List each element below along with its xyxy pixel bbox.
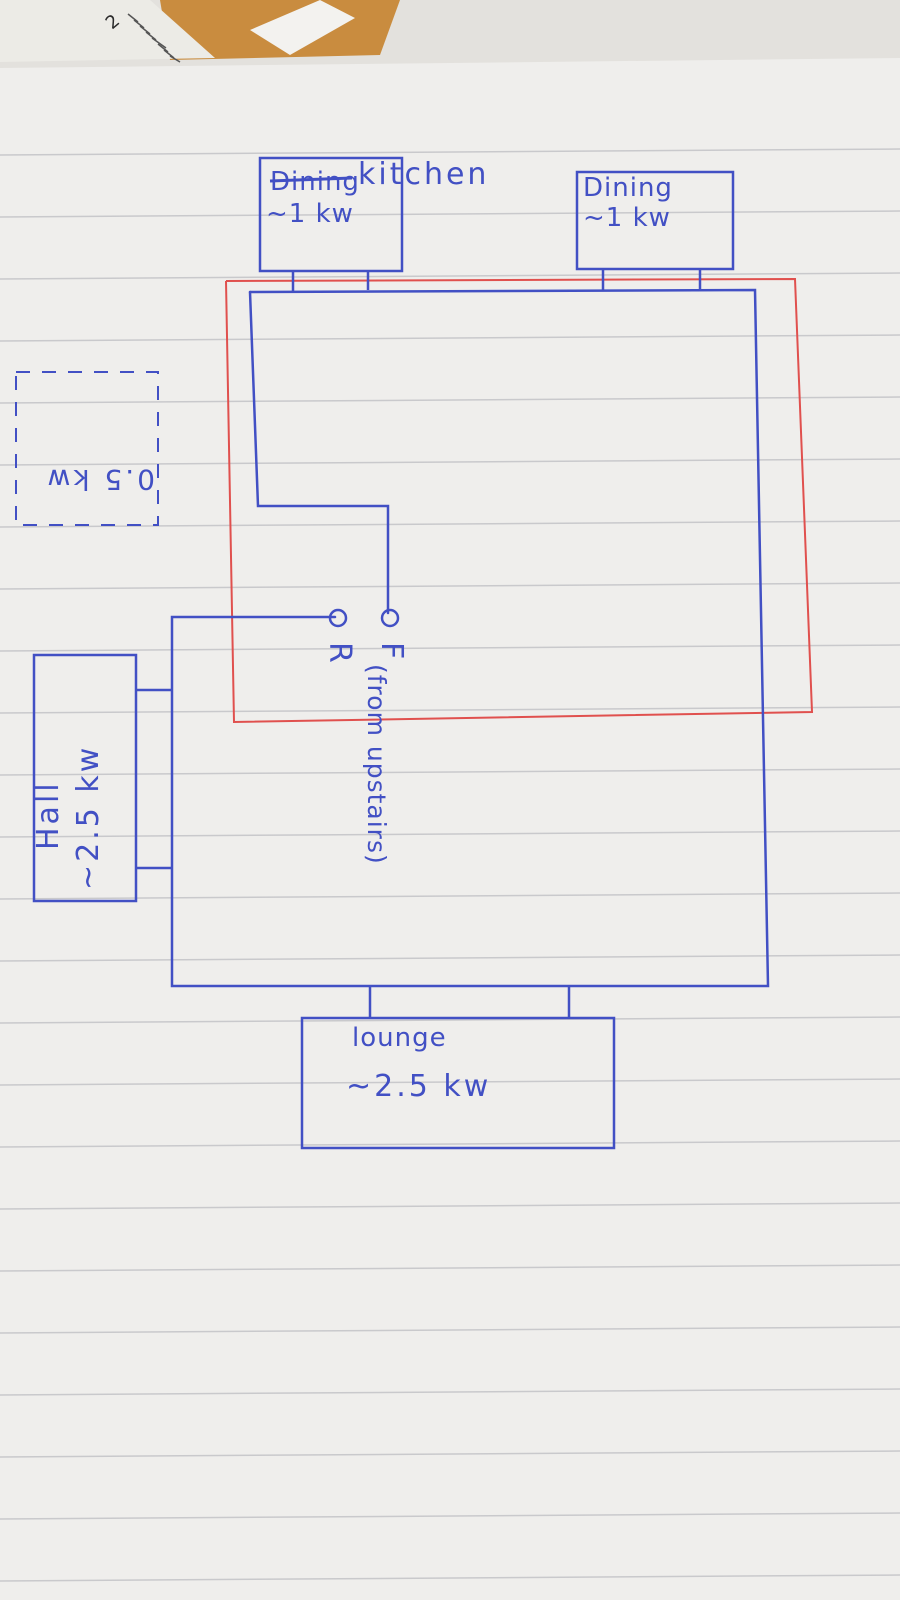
paper-rule-line	[0, 892, 900, 900]
paper-rule-line	[0, 210, 900, 218]
paper-rule-line	[0, 148, 900, 156]
paper-rule-line	[0, 458, 900, 466]
paper-sheet	[0, 58, 900, 1600]
paper-rule-line	[0, 396, 900, 404]
paper-rule-line	[0, 1388, 900, 1396]
lounge-name-label: lounge	[352, 1023, 447, 1053]
kitchen-strikethrough	[269, 176, 353, 183]
paper-rule-line	[0, 1078, 900, 1086]
paper-clip-shape	[250, 0, 355, 55]
dashed-unit-outline	[15, 371, 159, 526]
paper-rule-line	[0, 1202, 900, 1210]
flow-label: F	[374, 642, 409, 662]
blue-pipe-main-loop	[170, 288, 770, 988]
flow-port-icon	[380, 608, 400, 628]
paper-rule-line	[0, 520, 900, 528]
dining-name-label: Dining	[583, 173, 673, 203]
paper-rule-line	[0, 1016, 900, 1024]
paper-rule-lines	[0, 148, 900, 1582]
paper-rule-line	[0, 1140, 900, 1148]
paper-rule-line	[0, 954, 900, 962]
lounge-box	[300, 1016, 616, 1150]
return-port-icon	[328, 608, 348, 628]
kitchen-box	[258, 156, 404, 273]
ruler-ticks	[127, 13, 181, 63]
paper-rule-line	[0, 1264, 900, 1272]
kitchen-name-label: kitchen	[358, 157, 489, 192]
paper-rule-line	[0, 1450, 900, 1458]
paper-rule-line	[0, 582, 900, 590]
paper-rule-line	[0, 1512, 900, 1520]
hall-power-label: ~2.5 kw	[71, 745, 106, 890]
source-note-label: (from upstairs)	[362, 664, 391, 865]
paper-rule-line	[0, 706, 900, 714]
radiator-lounge: lounge ~2.5 kw	[300, 986, 616, 1150]
paper-rule-line	[0, 272, 900, 280]
kitchen-struck-label: Dining	[270, 167, 360, 197]
hall-name-label: Hall	[31, 780, 66, 850]
paper-rule-line	[0, 768, 900, 776]
radiator-dining: Dining ~1 kw	[575, 170, 735, 290]
dashed-unit-box: 0.5 kw	[15, 371, 159, 526]
radiator-hall: Hall ~2.5 kw	[31, 653, 172, 903]
dining-power-label: ~1 kw	[583, 203, 671, 233]
dining-box	[575, 170, 735, 271]
paper-rule-line	[0, 644, 900, 652]
dashed-unit-power-label: 0.5 kw	[44, 463, 155, 496]
paper-rule-line	[0, 1326, 900, 1334]
lounge-power-label: ~2.5 kw	[346, 1069, 491, 1104]
paper-rule-line	[0, 830, 900, 838]
kitchen-power-label: ~1 kw	[266, 199, 354, 229]
hall-box	[32, 653, 138, 903]
radiator-kitchen: Dining kitchen ~1 kw	[258, 156, 489, 292]
paper-rule-line	[0, 334, 900, 342]
blue-pipe-inner-branch	[248, 290, 390, 615]
red-circuit-loop	[225, 277, 814, 724]
return-label: R	[322, 642, 357, 666]
paper-rule-line	[0, 1574, 900, 1582]
